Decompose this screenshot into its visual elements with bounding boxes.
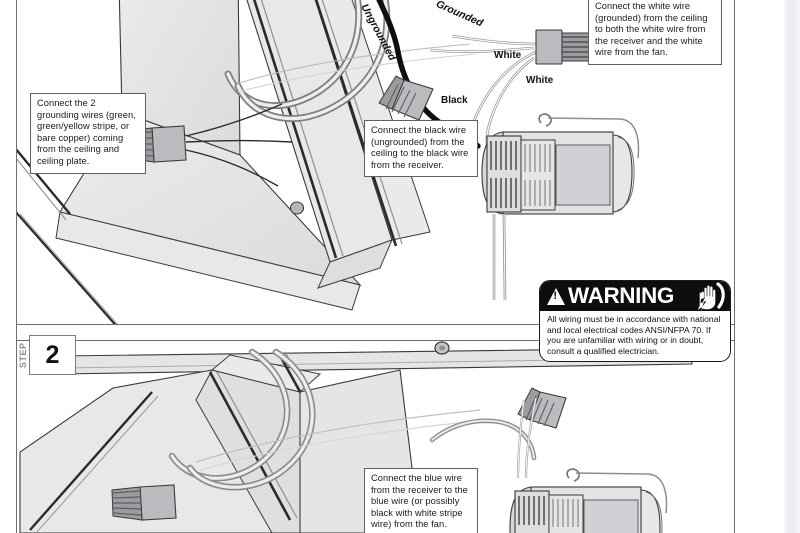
callout-white-wire: Connect the white wire (grounded) from t…: [588, 0, 722, 65]
step-1-panel: [16, 0, 735, 325]
step-2-badge: STEP 2: [16, 335, 76, 375]
warning-triangle-icon: [547, 287, 565, 305]
wire-label-white-2: White: [526, 75, 554, 86]
step-2-panel: [16, 340, 735, 533]
wire-label-black: Black: [441, 95, 468, 106]
page-edge: [757, 0, 783, 533]
warning-header: WARNING: [540, 281, 730, 311]
warning-body: All wiring must be in accordance with na…: [547, 314, 721, 356]
callout-blue-wire: Connect the blue wire from the receiver …: [364, 468, 478, 533]
warning-heading: WARNING: [568, 282, 674, 308]
step-label: STEP: [18, 342, 28, 368]
electric-shock-hand-icon: [698, 282, 725, 311]
callout-grounding-wires: Connect the 2 grounding wires (green, gr…: [30, 93, 146, 174]
warning-label: WARNING All wiring must be in accordance…: [539, 280, 731, 363]
callout-black-wire: Connect the black wire (ungrounded) from…: [364, 120, 478, 178]
wire-label-white-1: White: [494, 50, 522, 61]
page-gutter-scrollbar[interactable]: [783, 0, 800, 533]
step-number: 2: [29, 335, 76, 375]
